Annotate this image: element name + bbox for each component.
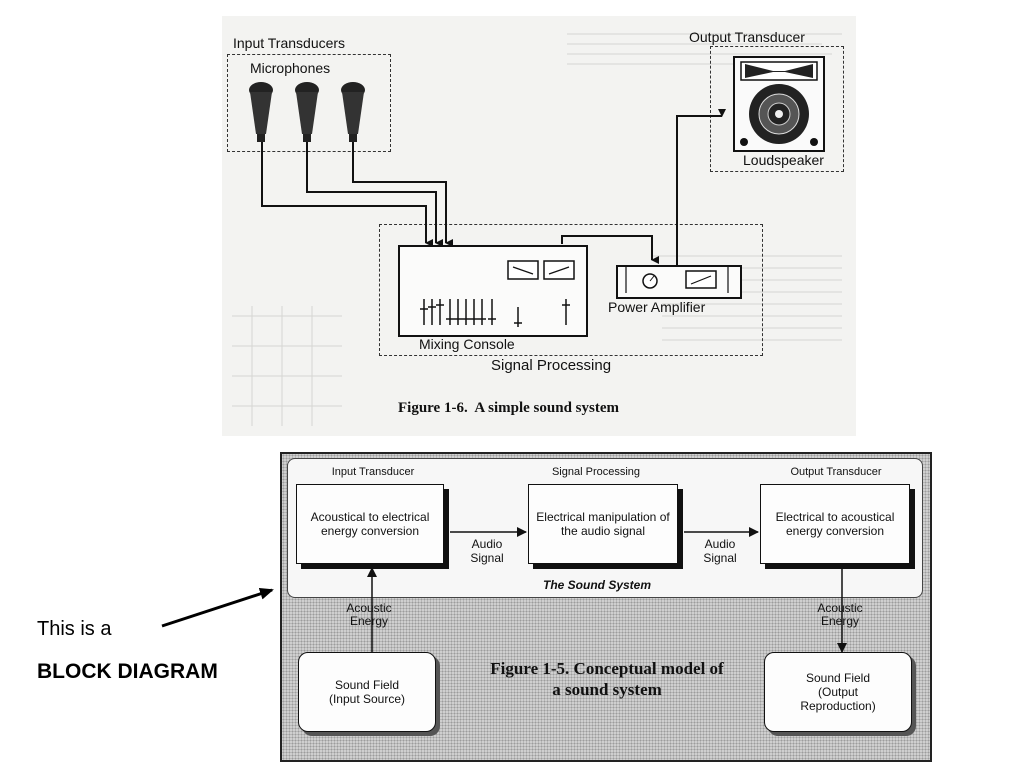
signal-processing-group [379, 224, 763, 356]
vu-meter-icon [507, 260, 539, 280]
vu-meter-icon [685, 270, 717, 289]
input-transducers-label: Input Transducers [233, 35, 346, 51]
cable-arrow [352, 142, 453, 247]
output-transducer-group [710, 46, 844, 172]
audio-signal-label-2: Audio Signal [703, 537, 737, 565]
microphone-icon [295, 82, 319, 142]
signal-processing-block-text: Electrical manipulation of the audio sig… [536, 510, 670, 538]
power-amplifier-controls [625, 267, 729, 293]
figure-1-5-caption: Figure 1-5. Conceptual model of a sound … [490, 659, 724, 699]
output-transducer-label: Output Transducer [689, 29, 805, 45]
sound-field-input-text: Sound Field (Input Source) [328, 678, 406, 706]
mixing-console-controls [420, 260, 575, 327]
annotation-line-2: BLOCK DIAGRAM [37, 660, 218, 683]
microphones-label: Microphones [250, 60, 331, 76]
figure-1-6-caption: Figure 1-6. A simple sound system [398, 400, 619, 416]
sound-field-output-block: Sound Field (Output Reproduction) [764, 652, 912, 732]
cable-arrow [306, 142, 443, 247]
input-transducer-block: Acoustical to electrical energy conversi… [296, 484, 444, 564]
loudspeaker-label: Loudspeaker [743, 152, 824, 168]
fader-icon [420, 299, 570, 327]
vu-meter-icon [543, 260, 575, 280]
signal-processing-heading: Signal Processing [551, 466, 641, 478]
power-amplifier-label: Power Amplifier [608, 299, 706, 315]
microphones-illustration [249, 82, 365, 142]
sound-field-input-block: Sound Field (Input Source) [298, 652, 436, 732]
output-transducer-block: Electrical to acoustical energy conversi… [760, 484, 910, 564]
signal-flow-cables [261, 109, 726, 265]
mixing-console-label: Mixing Console [419, 336, 515, 352]
output-transducer-heading: Output Transducer [790, 466, 882, 478]
cable-arrow [261, 142, 433, 247]
signal-processing-block: Electrical manipulation of the audio sig… [528, 484, 678, 564]
sound-system-title: The Sound System [543, 578, 652, 592]
acoustic-energy-in-label: Acoustic Energy [346, 601, 392, 628]
cable-arrow [561, 235, 659, 264]
loudspeaker-icon [733, 56, 825, 152]
knob-icon [642, 273, 658, 289]
sound-field-output-text: Sound Field (Output Reproduction) [800, 671, 876, 713]
input-transducer-heading: Input Transducer [331, 466, 415, 478]
block-flow-arrows [367, 527, 847, 653]
microphone-icon [249, 82, 273, 142]
cable-arrow [676, 109, 726, 265]
microphone-icon [341, 82, 365, 142]
acoustic-energy-out-label: Acoustic Energy [817, 601, 863, 628]
audio-signal-label-1: Audio Signal [470, 537, 504, 565]
input-transducers-group [227, 54, 391, 152]
annotation-line-1: This is a [37, 618, 112, 640]
power-amplifier [616, 265, 742, 299]
input-transducer-block-text: Acoustical to electrical energy conversi… [310, 510, 430, 538]
output-transducer-block-text: Electrical to acoustical energy conversi… [775, 510, 895, 538]
signal-processing-label: Signal Processing [491, 357, 612, 374]
annotation-arrow-icon [161, 588, 274, 628]
